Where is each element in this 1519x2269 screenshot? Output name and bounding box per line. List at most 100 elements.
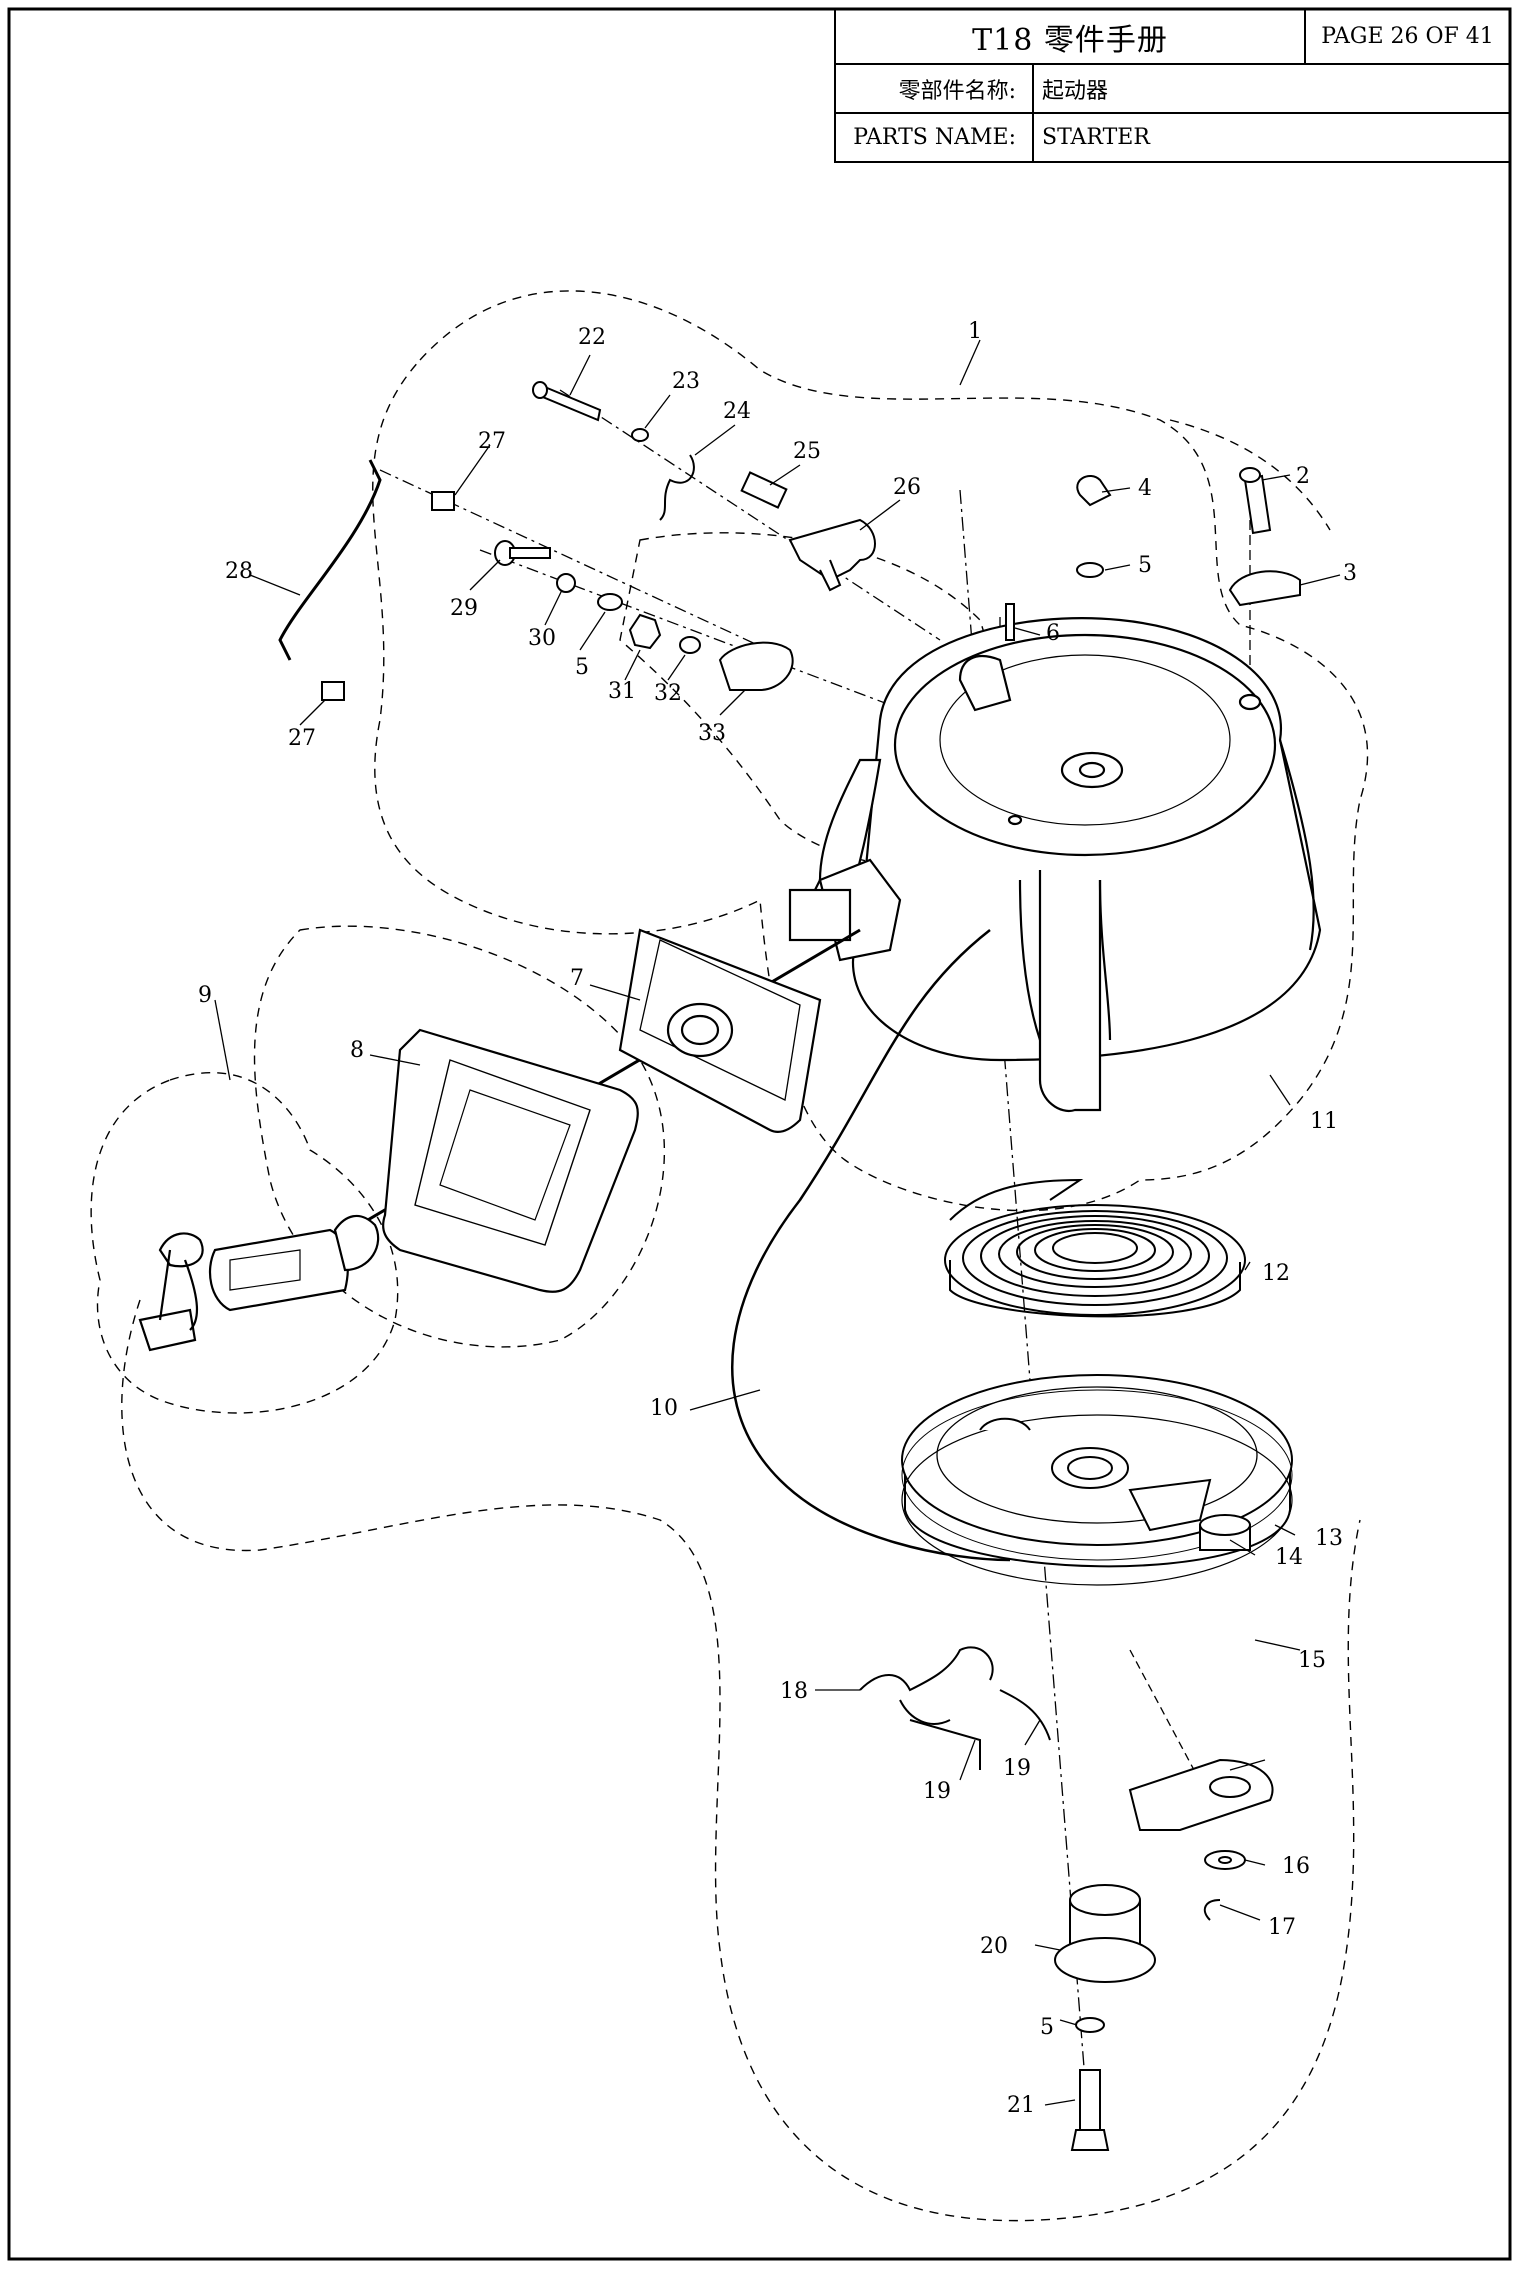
callout-15: 15 xyxy=(1298,1648,1326,1673)
spring-part-19-left xyxy=(909,1719,981,1770)
clip-part-27-lower xyxy=(321,681,345,701)
link-rod-part-28 xyxy=(278,459,382,661)
callout-2: 2 xyxy=(1296,464,1310,489)
callout-17: 17 xyxy=(1268,1915,1296,1940)
grommet-part-8 xyxy=(382,1028,639,1293)
clamp-part-3 xyxy=(1228,570,1301,607)
spring-part-19-right xyxy=(999,1689,1051,1741)
callout-32: 32 xyxy=(654,681,682,706)
callout-26: 26 xyxy=(893,475,921,500)
callout-14: 14 xyxy=(1275,1545,1303,1570)
callout-23: 23 xyxy=(672,369,700,394)
parts-name-en-label: PARTS NAME: xyxy=(836,114,1034,161)
pin-part-25 xyxy=(740,471,788,509)
group-outline-main xyxy=(121,1299,1361,2222)
small-parts-upper xyxy=(278,381,1301,701)
callout-19-b: 19 xyxy=(923,1779,951,1804)
callout-21: 21 xyxy=(1007,2093,1035,2118)
lever-tab-part-26 xyxy=(819,559,842,592)
small-parts-lower xyxy=(859,1514,1274,2151)
callout-8: 8 xyxy=(350,1038,364,1063)
bolt-part-2 xyxy=(1243,474,1272,535)
callout-16: 16 xyxy=(1282,1854,1310,1879)
callout-5-a: 5 xyxy=(1138,553,1152,578)
callout-6: 6 xyxy=(1046,621,1060,646)
axis-16 xyxy=(1129,1649,1211,1801)
nut-part-4 xyxy=(1076,475,1112,507)
bushing-top-part-14 xyxy=(1199,1514,1251,1536)
callout-1: 1 xyxy=(968,319,982,344)
pin-axis xyxy=(559,389,941,641)
callout-12: 12 xyxy=(1262,1261,1290,1286)
spring-part-18 xyxy=(859,1646,994,1692)
washer-part-31 xyxy=(628,613,662,650)
ratchet-hole-part-15 xyxy=(1209,1776,1251,1798)
manual-title: T18 零件手册 xyxy=(836,10,1306,63)
callout-leaders xyxy=(214,339,1341,2106)
callout-3: 3 xyxy=(1343,561,1357,586)
callout-27-a: 27 xyxy=(478,429,506,454)
callout-19-a: 19 xyxy=(1003,1756,1031,1781)
callout-20: 20 xyxy=(980,1934,1008,1959)
callout-11: 11 xyxy=(1310,1109,1338,1134)
parts-name-cn-value: 起动器 xyxy=(1042,78,1109,104)
shaft-top-part-20 xyxy=(1069,1884,1141,1916)
washer-part-30 xyxy=(556,573,576,593)
starter-handle-part-9 xyxy=(138,1214,380,1352)
callout-30: 30 xyxy=(528,626,556,651)
washer-part-5-left xyxy=(597,593,623,611)
callout-33: 33 xyxy=(698,721,726,746)
washer-part-23 xyxy=(631,428,649,442)
ratchet-part-15 xyxy=(1128,1758,1274,1831)
title-block: T18 零件手册 PAGE 26 OF 41 零部件名称: 起动器 PARTS … xyxy=(834,8,1511,163)
callout-labels: 1 2 3 4 5 5 5 6 7 8 9 10 11 12 13 14 15 … xyxy=(198,319,1357,2118)
recoil-spring-part-12 xyxy=(944,1178,1246,1318)
screw-shaft-part-29 xyxy=(509,547,551,559)
callout-28: 28 xyxy=(225,559,253,584)
callout-10: 10 xyxy=(650,1396,678,1421)
spring-part-18-tail xyxy=(899,1699,951,1725)
group-outline-1 xyxy=(372,290,1368,1212)
group-outline-2 xyxy=(1169,419,1331,531)
bushing-part-32 xyxy=(679,636,701,654)
bolt-head-part-22 xyxy=(532,381,548,399)
callout-29: 29 xyxy=(450,596,478,621)
center-axis xyxy=(959,489,1086,2081)
shaft-flange-part-20 xyxy=(1054,1937,1156,1983)
lever-part-33 xyxy=(718,641,794,691)
parts-name-en-value: STARTER xyxy=(1042,125,1150,150)
rope-guide-part-7 xyxy=(618,928,822,1134)
callout-13: 13 xyxy=(1315,1526,1343,1551)
screw-axis-29 xyxy=(479,549,931,721)
e-clip-part-17 xyxy=(1203,1899,1221,1921)
pin-part-6 xyxy=(1005,603,1015,641)
bolt-shaft-part-21 xyxy=(1079,2069,1101,2131)
washer-hole-part-16 xyxy=(1218,1856,1232,1864)
callout-31: 31 xyxy=(608,679,636,704)
callout-22: 22 xyxy=(578,325,606,350)
starter-housing-part-11 xyxy=(788,617,1322,1113)
group-outline-9 xyxy=(90,1072,399,1414)
parts-name-cn-label: 零部件名称: xyxy=(836,65,1034,112)
bolt-head-part-21 xyxy=(1070,2129,1110,2151)
lever-part-26 xyxy=(788,518,876,582)
callout-7: 7 xyxy=(570,966,584,991)
washer-part-5-bottom xyxy=(1075,2017,1105,2033)
callout-5-c: 5 xyxy=(1040,2015,1054,2040)
page-number: PAGE 26 OF 41 xyxy=(1321,24,1494,49)
callout-27-b: 27 xyxy=(288,726,316,751)
callout-5-b: 5 xyxy=(575,655,589,680)
bolt-head-part-2 xyxy=(1239,467,1261,483)
clip-part-27-upper xyxy=(431,491,455,511)
callout-18: 18 xyxy=(780,1679,808,1704)
callout-25: 25 xyxy=(793,439,821,464)
page-border xyxy=(7,7,1512,2261)
rope-pulley-part-13 xyxy=(901,1374,1293,1586)
callout-24: 24 xyxy=(723,399,751,424)
washer-part-5-top xyxy=(1076,562,1104,578)
starter-rope-part-10 xyxy=(730,929,1011,1562)
callout-9: 9 xyxy=(198,983,212,1008)
callout-4: 4 xyxy=(1138,476,1152,501)
